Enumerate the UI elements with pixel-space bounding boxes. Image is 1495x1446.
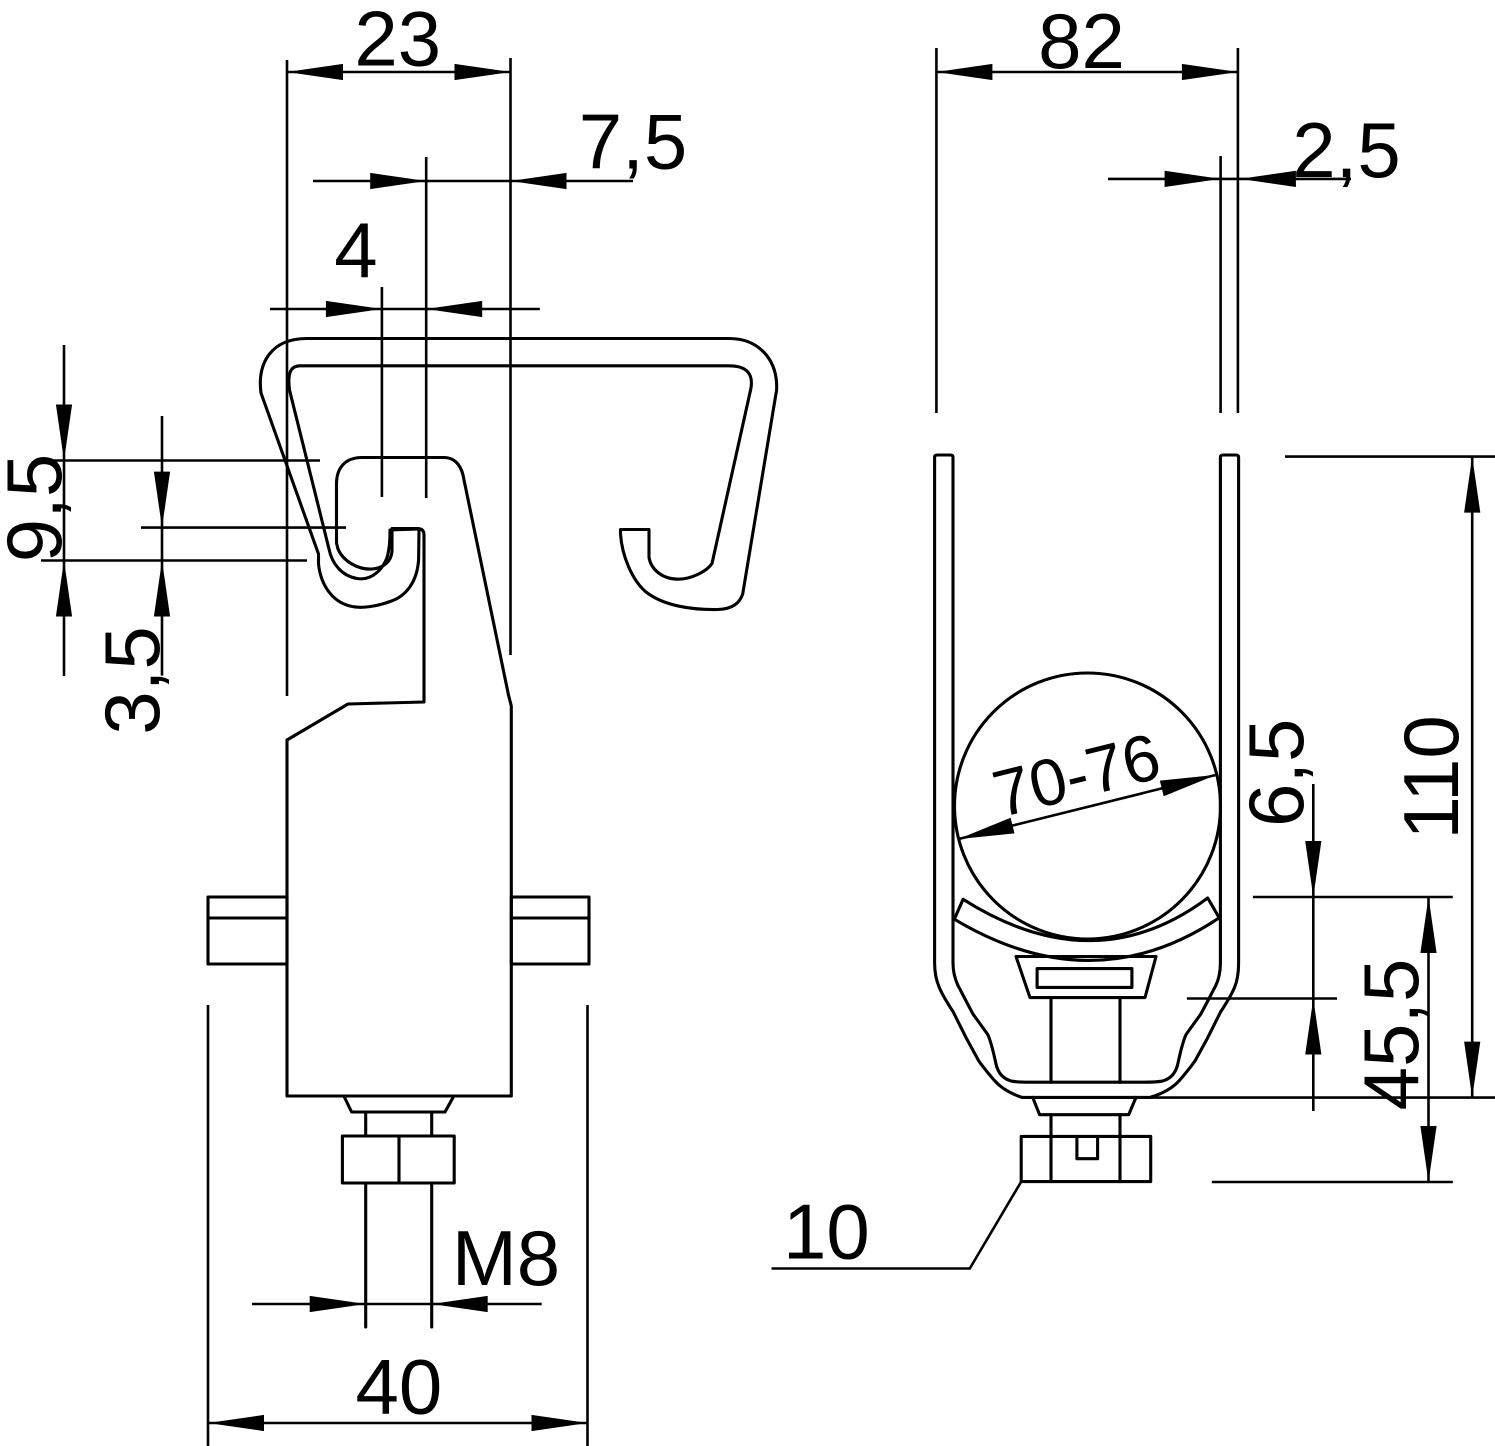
svg-text:9,5: 9,5	[0, 454, 78, 562]
svg-text:4: 4	[334, 206, 377, 294]
svg-text:10: 10	[783, 1188, 870, 1276]
svg-text:23: 23	[354, 0, 441, 83]
svg-text:40: 40	[356, 1343, 443, 1431]
svg-text:M8: M8	[452, 1214, 560, 1302]
svg-text:82: 82	[1038, 0, 1125, 85]
svg-text:3,5: 3,5	[88, 626, 176, 734]
svg-text:45,5: 45,5	[1347, 959, 1435, 1111]
svg-text:2,5: 2,5	[1292, 106, 1400, 194]
svg-text:7,5: 7,5	[579, 98, 687, 186]
svg-text:110: 110	[1387, 715, 1475, 839]
svg-text:6,5: 6,5	[1232, 719, 1320, 827]
